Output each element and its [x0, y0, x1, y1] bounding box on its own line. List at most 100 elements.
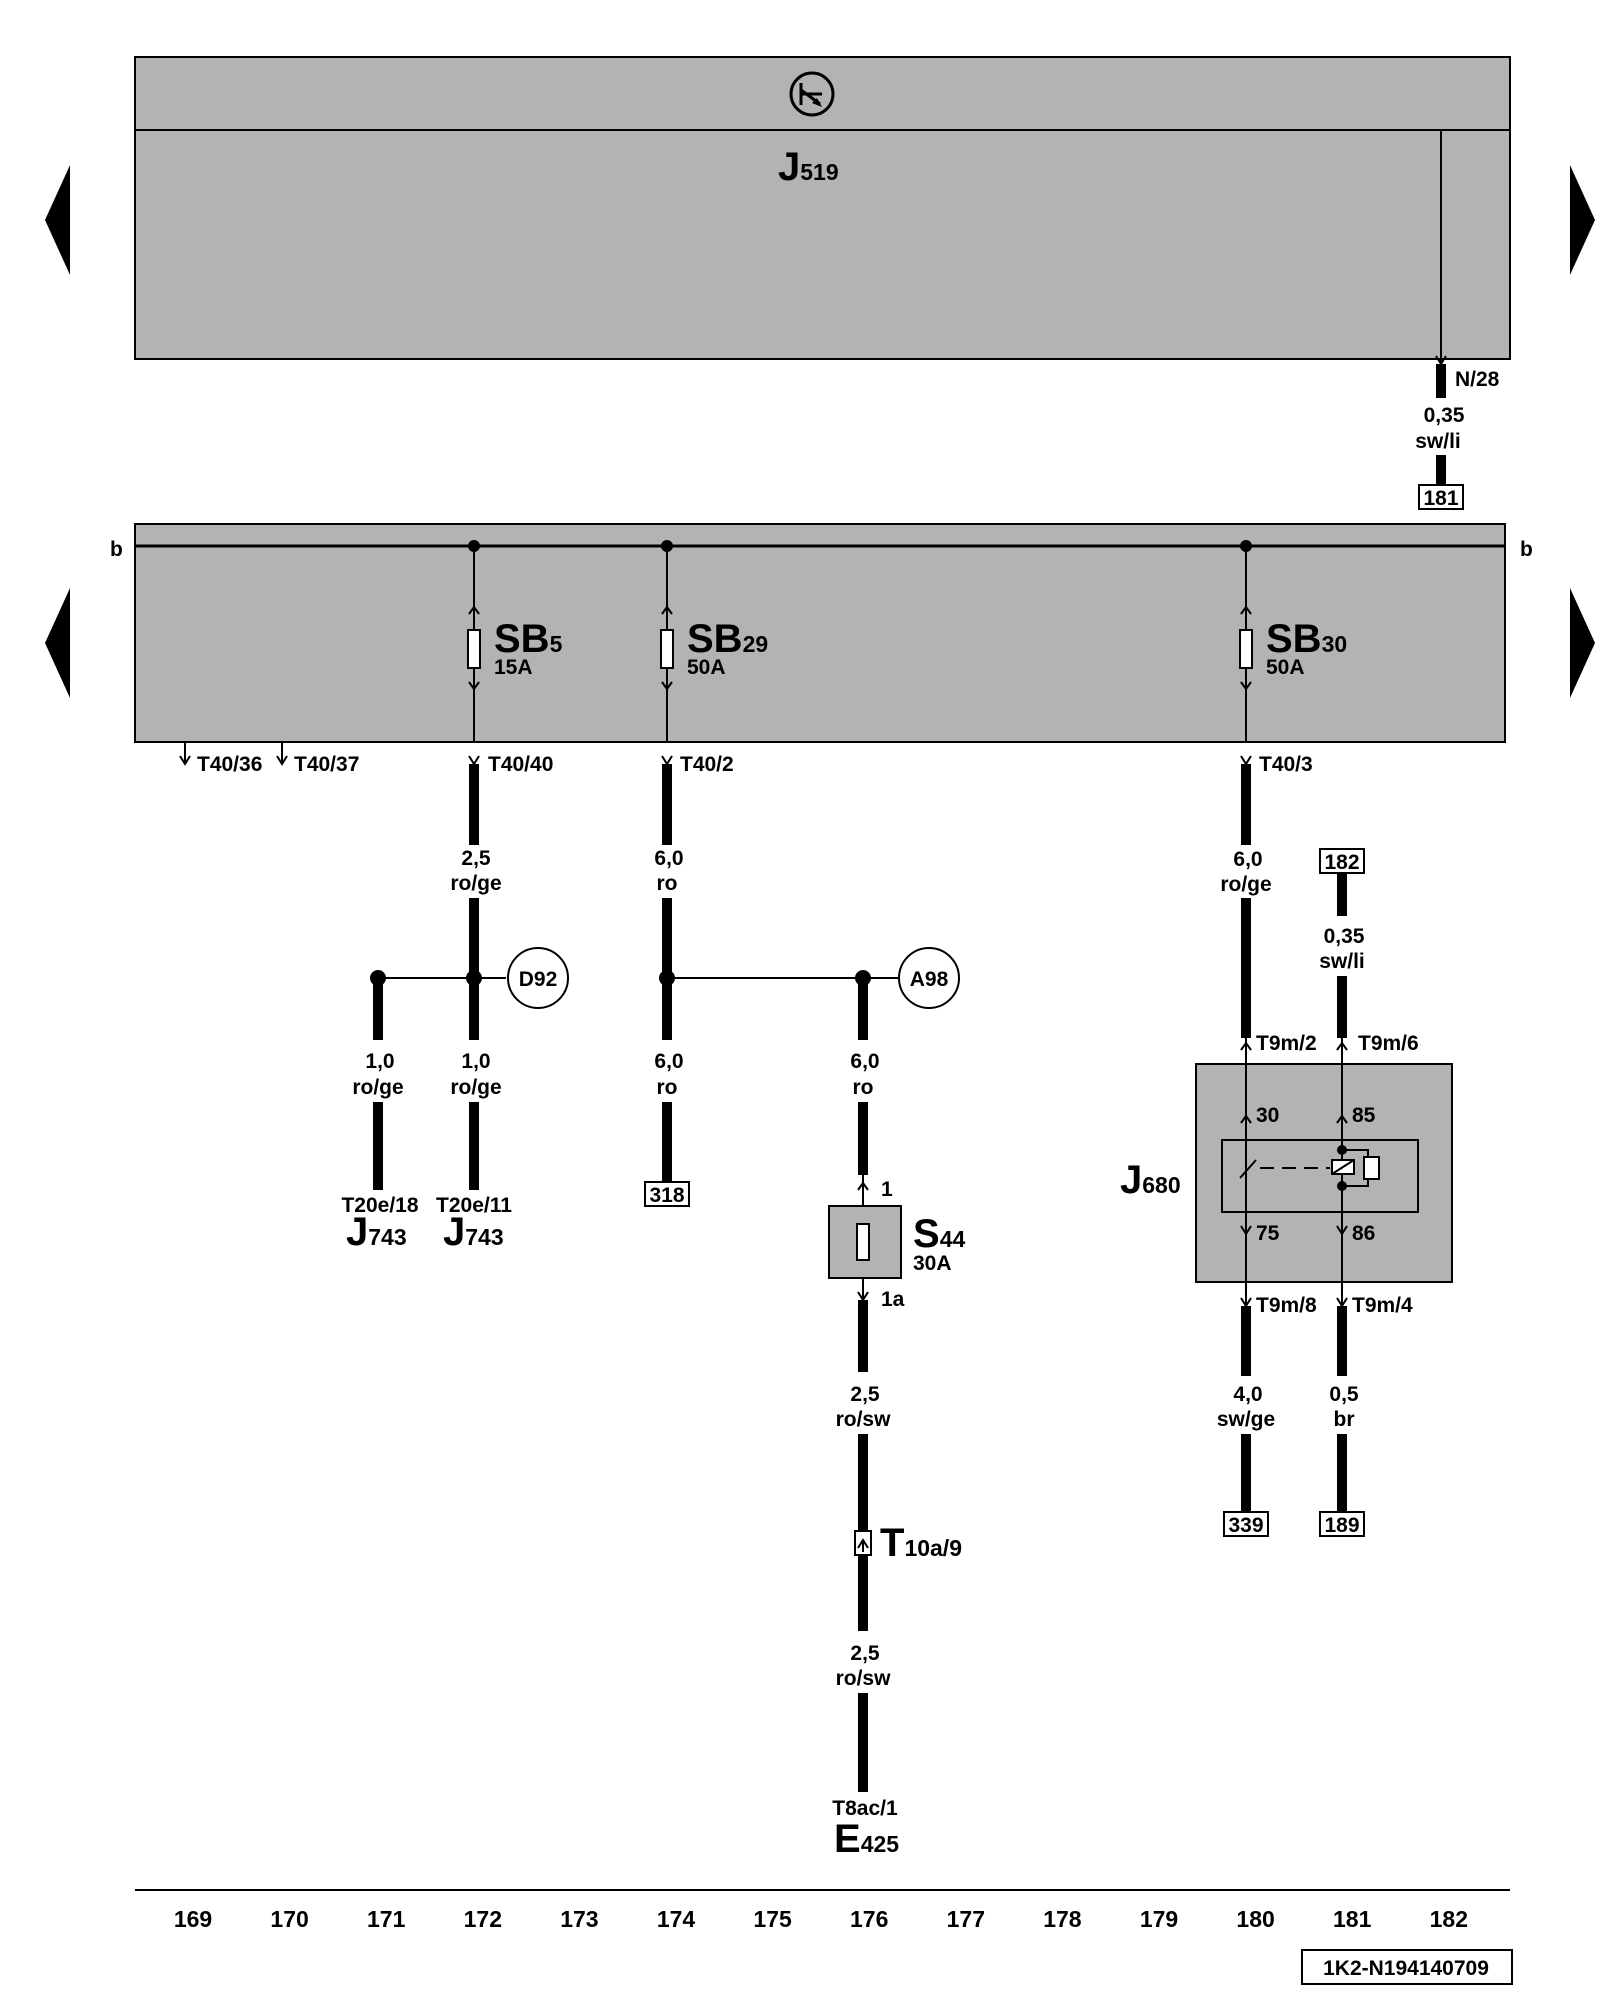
relay-pin-86: 86	[1352, 1222, 1375, 1245]
pin-t40-36: T40/36	[179, 742, 262, 776]
nav-right-arrow-bottom[interactable]	[1570, 588, 1595, 698]
e425-label: E425	[834, 1817, 899, 1861]
pin-s44-1: 1	[881, 1178, 893, 1201]
sb5-rating: 15A	[494, 656, 533, 679]
s44-rating: 30A	[913, 1252, 952, 1275]
column-number-181: 181	[1333, 1906, 1372, 1932]
svg-text:A98: A98	[910, 968, 949, 991]
column-number-169: 169	[174, 1906, 212, 1932]
pin-n28: N/28	[1455, 368, 1500, 391]
t10a9-label: T10a/9	[880, 1521, 962, 1565]
pin-t9m-6: T9m/6	[1358, 1032, 1419, 1055]
wire-size-s44-in: 6,0	[850, 1050, 879, 1073]
document-id-box: 1K2-N194140709	[1301, 1949, 1513, 1985]
j680-label: J680	[1120, 1158, 1181, 1202]
wire-color-ref189: br	[1334, 1408, 1355, 1431]
wire-color-sb29-out: ro	[657, 872, 678, 895]
column-number-179: 179	[1140, 1906, 1178, 1932]
j743-label-a: J743	[346, 1210, 407, 1254]
electronic-module-icon	[789, 71, 835, 117]
wire-color-ref339: sw/ge	[1217, 1408, 1275, 1431]
relay-pin-75: 75	[1256, 1222, 1280, 1245]
nav-left-arrow-bottom[interactable]	[45, 588, 70, 698]
node-a98[interactable]: A98	[898, 947, 960, 1009]
wire-color-e425: ro/sw	[836, 1667, 892, 1690]
svg-text:T40/37: T40/37	[294, 753, 359, 776]
column-number-173: 173	[560, 1906, 598, 1932]
pin-t9m-2: T9m/2	[1256, 1032, 1317, 1055]
pin-t40-37: T40/37	[276, 742, 359, 776]
pin-t20e-18: T20e/18	[341, 1194, 418, 1217]
wire-color-ref318: ro	[657, 1076, 678, 1099]
sb5-label: SB5	[494, 617, 563, 661]
wire-size-j743-18: 1,0	[365, 1050, 394, 1073]
node-d92[interactable]: D92	[507, 947, 569, 1009]
svg-text:339: 339	[1228, 1514, 1263, 1537]
wire-size-j743-11: 1,0	[461, 1050, 490, 1073]
nav-left-arrow-top[interactable]	[45, 165, 70, 275]
bus-label-left: b	[110, 538, 123, 561]
fuse-s44: S44 30A	[828, 1205, 965, 1279]
wire-size-sb30-out: 6,0	[1233, 848, 1262, 871]
column-number-170: 170	[270, 1906, 308, 1932]
ref-box-182[interactable]: 182	[1319, 848, 1365, 874]
svg-text:D92: D92	[519, 968, 558, 991]
column-number-174: 174	[657, 1906, 696, 1932]
svg-text:181: 181	[1423, 487, 1458, 510]
relay-pin-85: 85	[1352, 1104, 1376, 1127]
sb29-rating: 50A	[687, 656, 726, 679]
pin-t9m-8: T9m/8	[1256, 1294, 1317, 1317]
pin-t40-40: T40/40	[488, 753, 553, 776]
fuse-sb29: SB29 50A	[660, 540, 768, 742]
wire-size-e425: 2,5	[850, 1642, 880, 1665]
wire-size-ref318: 6,0	[654, 1050, 683, 1073]
pin-t8ac-1: T8ac/1	[832, 1797, 898, 1820]
svg-text:318: 318	[649, 1184, 684, 1207]
connector-t10a-9: T10a/9	[854, 1521, 962, 1565]
relay-pin-30: 30	[1256, 1104, 1279, 1127]
wire-size-ref182: 0,35	[1324, 925, 1365, 948]
wire-color-s44-out: ro/sw	[836, 1408, 892, 1431]
fuse-sb5: SB5 15A	[467, 540, 563, 742]
svg-text:1K2-N194140709: 1K2-N194140709	[1323, 1957, 1489, 1980]
svg-text:182: 182	[1324, 851, 1359, 874]
bus-label-right: b	[1520, 538, 1533, 561]
column-number-180: 180	[1236, 1906, 1274, 1932]
wire-color-sb30-out: ro/ge	[1220, 873, 1271, 896]
sb29-label: SB29	[687, 617, 768, 661]
wire-color-j743-18: ro/ge	[352, 1076, 403, 1099]
pin-t9m-4: T9m/4	[1352, 1294, 1413, 1317]
sb30-rating: 50A	[1266, 656, 1305, 679]
s44-label: S44	[913, 1212, 965, 1256]
nav-right-arrow-top[interactable]	[1570, 165, 1595, 275]
ref-box-181[interactable]: 181	[1418, 484, 1464, 510]
ref-box-189[interactable]: 189	[1319, 1511, 1365, 1537]
pin-t20e-11: T20e/11	[436, 1194, 512, 1217]
wire-size-sb29-out: 6,0	[654, 847, 683, 870]
column-number-171: 171	[367, 1906, 406, 1932]
pin-t40-2: T40/2	[680, 753, 734, 776]
wire-size-n28: 0,35	[1424, 404, 1465, 427]
fuse-sb30: SB30 50A	[1239, 540, 1347, 742]
svg-text:T40/36: T40/36	[197, 753, 262, 776]
wire-size-s44-out: 2,5	[850, 1383, 880, 1406]
column-number-178: 178	[1043, 1906, 1082, 1932]
column-number-177: 177	[947, 1906, 985, 1932]
pin-t40-3: T40/3	[1259, 753, 1313, 776]
svg-text:189: 189	[1324, 1514, 1359, 1537]
wire-size-ref339: 4,0	[1233, 1383, 1262, 1406]
sb30-label: SB30	[1266, 617, 1347, 661]
wire-color-ref182: sw/li	[1319, 950, 1365, 973]
column-number-176: 176	[850, 1906, 888, 1932]
relay-j680: 30 85 75 86 J680	[1120, 1063, 1453, 1283]
wire-color-sb5-out: ro/ge	[450, 872, 501, 895]
ref-box-318[interactable]: 318	[644, 1181, 690, 1207]
j519-control-unit: J519	[134, 56, 1511, 360]
ref-box-339[interactable]: 339	[1223, 1511, 1269, 1537]
wire-color-j743-11: ro/ge	[450, 1076, 501, 1099]
j743-label-b: J743	[443, 1210, 504, 1254]
j519-label: J519	[778, 145, 839, 189]
wire-color-n28: sw/li	[1415, 430, 1461, 453]
